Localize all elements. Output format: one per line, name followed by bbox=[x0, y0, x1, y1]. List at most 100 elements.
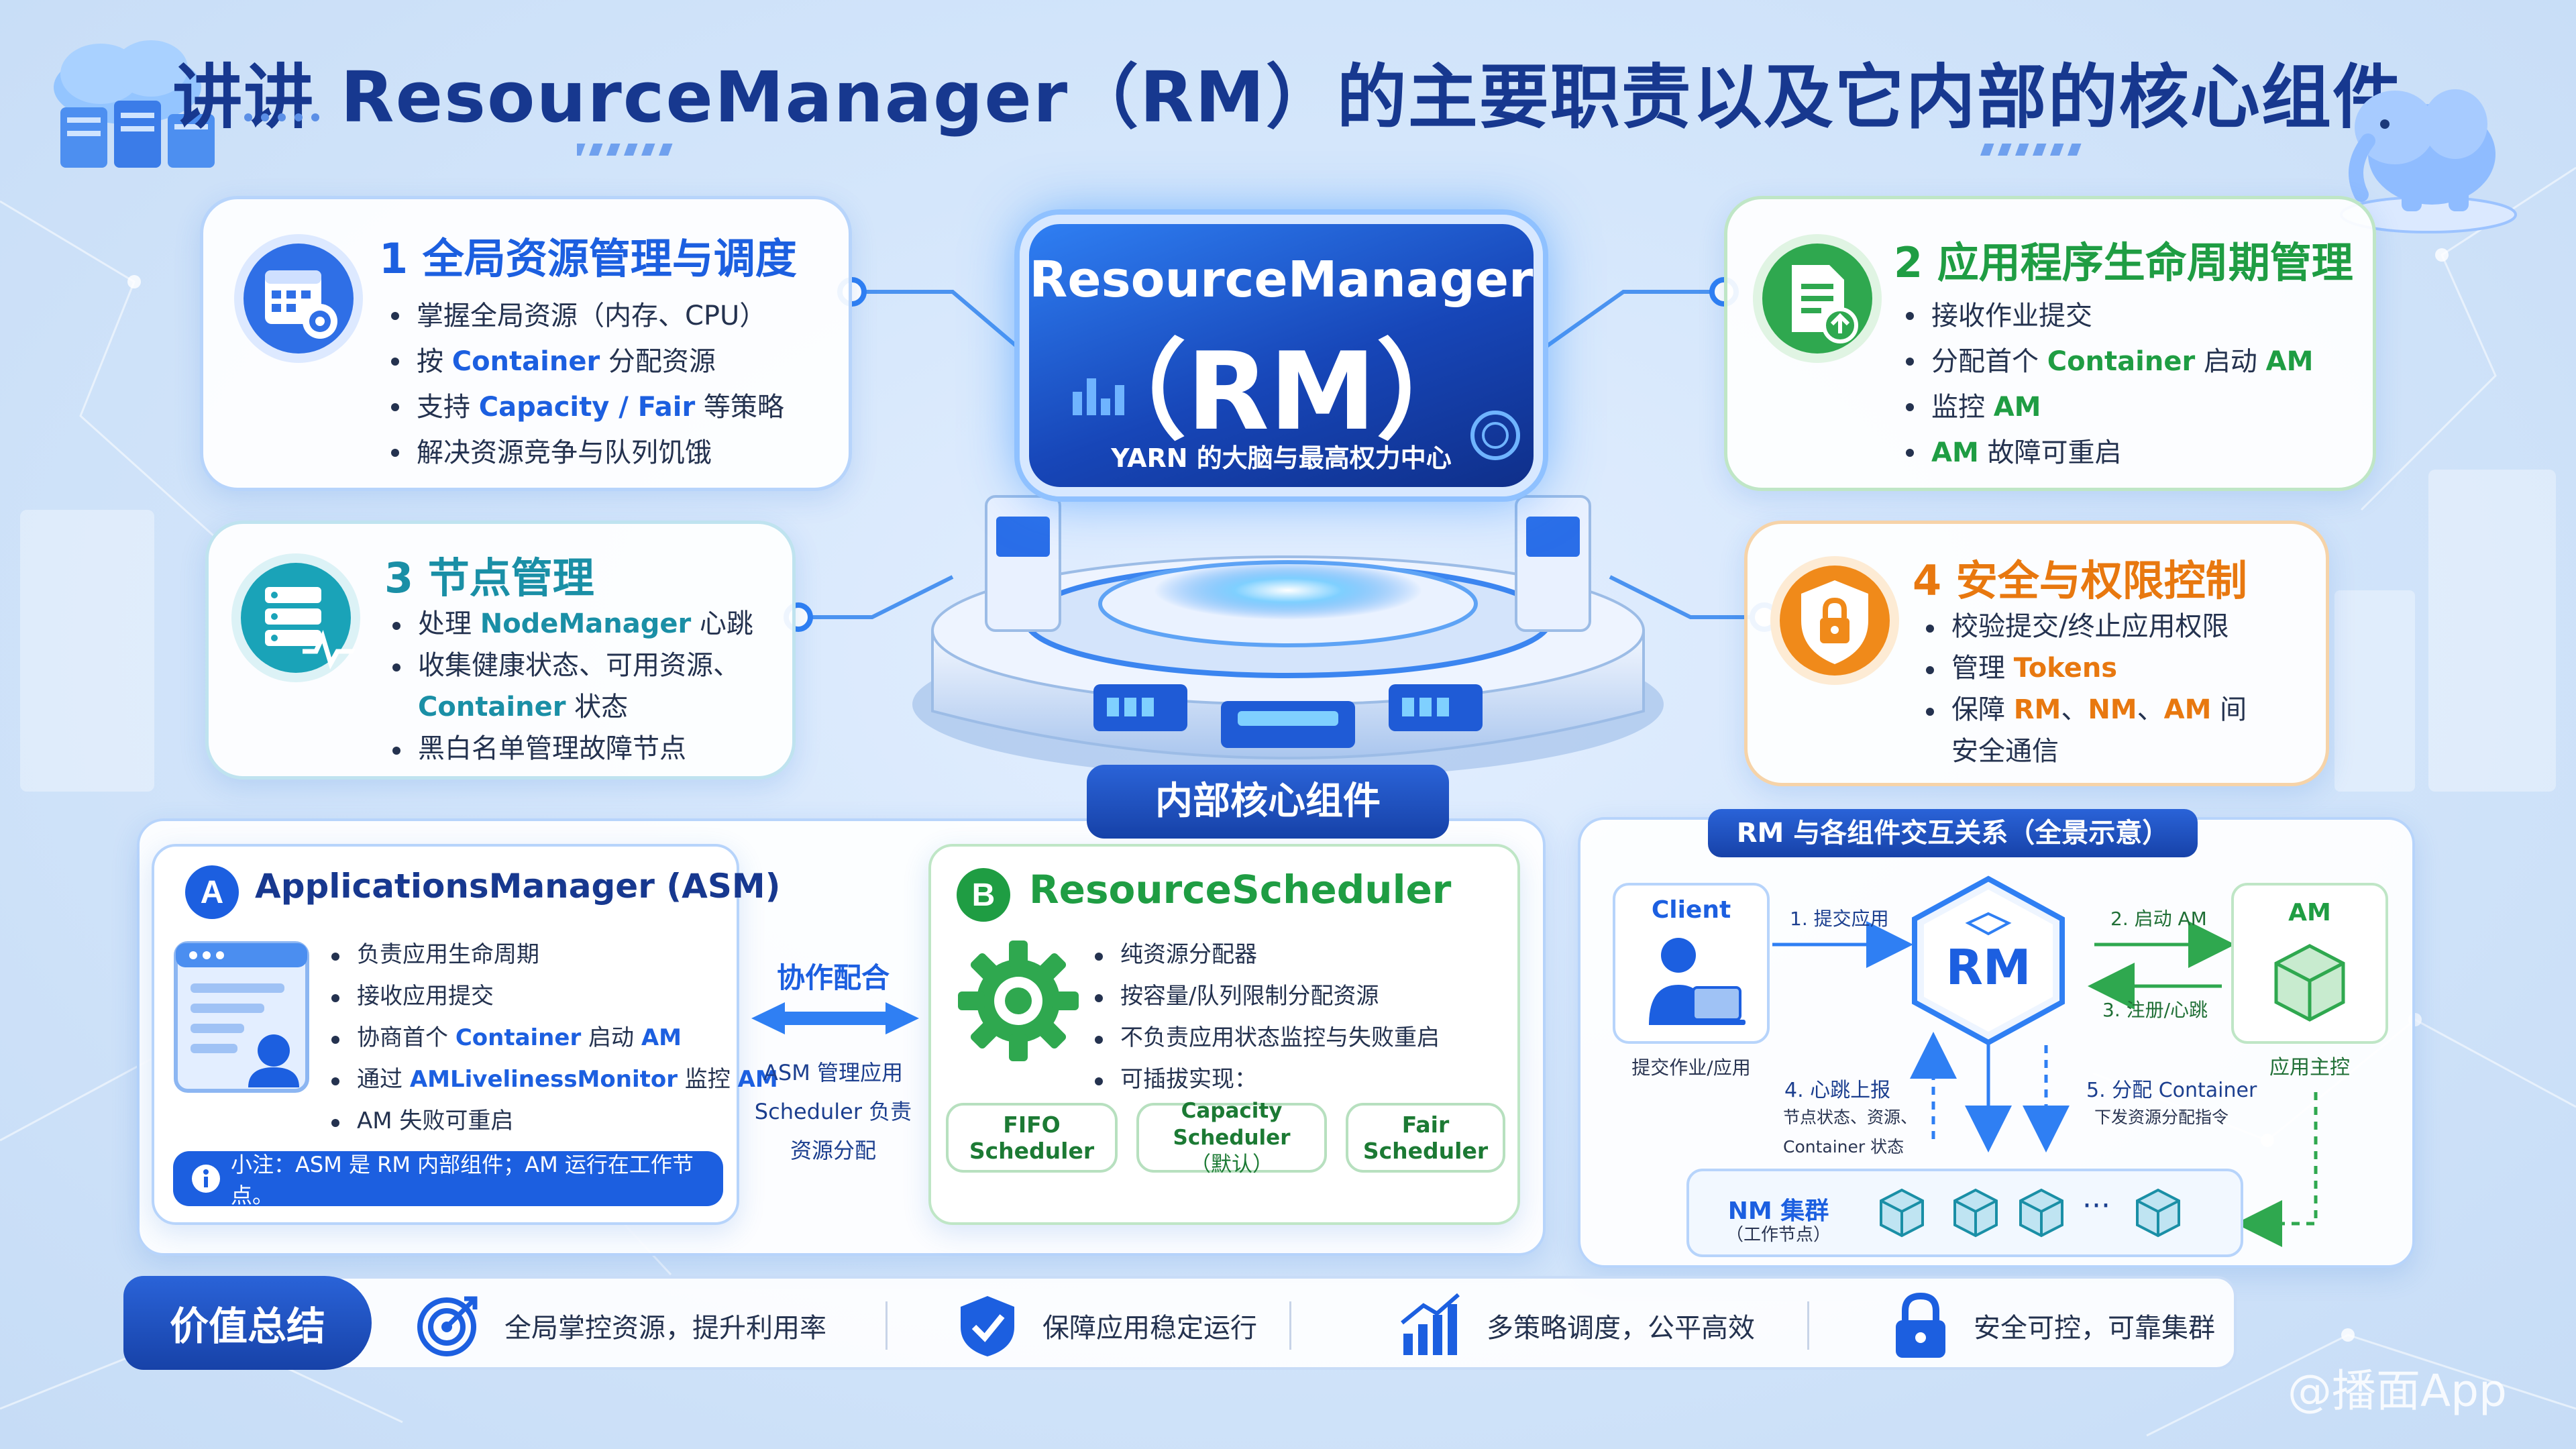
list-item: 按容量/队列限制分配资源 bbox=[1092, 975, 1440, 1017]
list-item: 监控 AM bbox=[1903, 384, 2313, 430]
card3-bullets: 处理 NodeManager 心跳 收集健康状态、可用资源、 Container… bbox=[390, 603, 753, 769]
value-item-security: 安全可控，可靠集群 bbox=[1890, 1279, 2215, 1373]
asm-card: A ApplicationsManager (ASM) 负责应用生命周期 接收应… bbox=[152, 844, 780, 1225]
nm-node-icon bbox=[1880, 1188, 1924, 1238]
card1-bullets: 掌握全局资源（内存、CPU） 按 Container 分配资源 支持 Capac… bbox=[388, 293, 784, 476]
resource-scheduler-card: B ResourceScheduler 纯资源分配器 按容量/队列限制分配资源 … bbox=[928, 844, 1520, 1225]
list-item: AM 失败可重启 bbox=[329, 1100, 778, 1142]
card2-title: 2 应用程序生命周期管理 bbox=[1894, 238, 2353, 287]
am-label: AM bbox=[2288, 899, 2331, 926]
letter-b-badge: B bbox=[957, 868, 1010, 922]
cooperation-desc: ASM 管理应用 Scheduler 负责 资源分配 bbox=[754, 1060, 912, 1163]
internal-core-heading: 内部核心组件 bbox=[1087, 765, 1449, 839]
client-label: Client bbox=[1651, 896, 1731, 924]
am-sub-label: 应用主控 bbox=[2269, 1056, 2350, 1079]
nm-cluster-sub: （工作节点） bbox=[1725, 1225, 1831, 1245]
list-item: 支持 Capacity / Fair 等策略 bbox=[388, 384, 784, 430]
rm-name: ResourceManager bbox=[1029, 251, 1534, 309]
card-app-lifecycle: 2 应用程序生命周期管理 接收作业提交 分配首个 Container 启动 AM… bbox=[1724, 196, 2376, 491]
rs-title: ResourceScheduler bbox=[1029, 867, 1452, 912]
value-divider bbox=[885, 1301, 888, 1350]
nm-node-icon bbox=[2136, 1188, 2180, 1238]
value-item-utilization: 全局掌控资源，提升利用率 bbox=[415, 1279, 826, 1373]
asm-bullets: 负责应用生命周期 接收应用提交 协商首个 Container 启动 AM 通过 … bbox=[329, 934, 778, 1142]
list-item: Container 状态 bbox=[418, 692, 629, 722]
list-item: 黑白名单管理故障节点 bbox=[390, 728, 753, 769]
rm-center-screen: ResourceManager （RM） YARN 的大脑与最高权力中心 bbox=[1020, 215, 1543, 496]
list-item: 处理 NodeManager 心跳 bbox=[390, 603, 753, 645]
list-item: 协商首个 Container 启动 AM bbox=[329, 1017, 778, 1059]
list-item: 收集健康状态、可用资源、 bbox=[390, 645, 753, 686]
list-item: 分配首个 Container 启动 AM bbox=[1903, 339, 2313, 384]
asm-note: 小注：ASM 是 RM 内部组件；AM 运行在工作节点。 bbox=[173, 1151, 723, 1208]
nm-node-icon bbox=[2019, 1188, 2063, 1238]
card1-title: 1 全局资源管理与调度 bbox=[379, 234, 797, 283]
list-item: AM 故障可重启 bbox=[1903, 430, 2313, 476]
list-item: 可插拔实现： bbox=[1092, 1059, 1440, 1100]
list-item: 接收应用提交 bbox=[329, 975, 778, 1017]
gauge-icon bbox=[1470, 411, 1520, 460]
info-icon bbox=[192, 1165, 220, 1193]
lock-icon bbox=[1896, 1292, 1945, 1358]
document-upload-icon bbox=[1753, 234, 1882, 363]
value-item-stability: 保障应用稳定运行 bbox=[955, 1279, 1257, 1373]
watermark: @播面App bbox=[2288, 1365, 2507, 1417]
flow-submit-label: 1. 提交应用 bbox=[1790, 908, 1889, 930]
rm-platform bbox=[912, 495, 1664, 778]
fifo-scheduler-chip: FIFO Scheduler bbox=[946, 1103, 1118, 1173]
list-item: 掌握全局资源（内存、CPU） bbox=[388, 293, 784, 339]
rm-abbr: （RM） bbox=[1079, 329, 1484, 454]
client-sub-label: 提交作业/应用 bbox=[1631, 1057, 1751, 1079]
capacity-scheduler-chip: Capacity Scheduler（默认） bbox=[1136, 1099, 1327, 1177]
list-item: 管理 Tokens bbox=[1923, 647, 2247, 689]
card-global-resource: 1 全局资源管理与调度 掌握全局资源（内存、CPU） 按 Container 分… bbox=[200, 196, 852, 491]
card4-bullets: 校验提交/终止应用权限 管理 Tokens 保障 RM、NM、AM 间 安全通信 bbox=[1923, 606, 2247, 772]
list-item: 按 Container 分配资源 bbox=[388, 339, 784, 384]
flow-allocate-label: 5. 分配 Container bbox=[2086, 1079, 2257, 1102]
flow-heartbeat-desc2: Container 状态 bbox=[1783, 1137, 1904, 1157]
bar-chart-icon bbox=[1073, 378, 1124, 415]
letter-a-badge: A bbox=[185, 865, 239, 919]
server-heartbeat-icon bbox=[231, 553, 360, 682]
flow-allocate-desc: 下发资源分配指令 bbox=[2094, 1108, 2229, 1127]
app-window-user-icon bbox=[174, 941, 309, 1093]
shield-check-icon bbox=[961, 1296, 1014, 1356]
card-security: 4 安全与权限控制 校验提交/终止应用权限 管理 Tokens 保障 RM、NM… bbox=[1744, 521, 2329, 786]
value-item-scheduling: 多策略调度，公平高效 bbox=[1397, 1279, 1755, 1373]
list-item: 纯资源分配器 bbox=[1092, 934, 1440, 975]
page-title: 讲讲 ResourceManager（RM）的主要职责以及它内部的核心组件 bbox=[172, 56, 2404, 138]
svg-text:B: B bbox=[972, 877, 996, 913]
list-item: 安全通信 bbox=[1951, 736, 2059, 767]
nm-ellipsis: ··· bbox=[2082, 1189, 2110, 1223]
value-divider bbox=[1289, 1301, 1291, 1350]
user-laptop-icon bbox=[1649, 938, 1746, 1025]
rs-bullets: 纯资源分配器 按容量/队列限制分配资源 不负责应用状态监控与失败重启 可插拔实现… bbox=[1092, 934, 1440, 1100]
interaction-heading: RM 与各组件交互关系（全景示意） bbox=[1708, 809, 2198, 857]
nm-cluster-label: NM 集群 bbox=[1727, 1197, 1829, 1225]
title-stripes-left bbox=[577, 144, 673, 156]
list-item: 接收作业提交 bbox=[1903, 293, 2313, 339]
flow-launch-am-label: 2. 启动 AM bbox=[2110, 908, 2207, 930]
calendar-gear-icon bbox=[234, 234, 363, 363]
cooperation-label: 协作配合 bbox=[776, 961, 890, 994]
cloud-server-icon bbox=[54, 40, 215, 168]
svg-text:A: A bbox=[201, 875, 224, 910]
am-cube-icon bbox=[2274, 944, 2345, 1022]
card-node-management: 3 节点管理 处理 NodeManager 心跳 收集健康状态、可用资源、 Co… bbox=[205, 521, 796, 780]
flow-heartbeat-label: 4. 心跳上报 bbox=[1784, 1079, 1891, 1102]
flow-heartbeat-desc1: 节点状态、资源、 bbox=[1783, 1108, 1918, 1127]
nm-node-icon bbox=[1953, 1188, 1998, 1238]
elephant-mascot-icon bbox=[2340, 89, 2517, 233]
value-summary-heading: 价值总结 bbox=[123, 1276, 372, 1370]
list-item: 负责应用生命周期 bbox=[329, 934, 778, 975]
list-item: 校验提交/终止应用权限 bbox=[1923, 606, 2247, 647]
card2-bullets: 接收作业提交 分配首个 Container 启动 AM 监控 AM AM 故障可… bbox=[1903, 293, 2313, 476]
double-arrow-icon bbox=[751, 1002, 919, 1034]
fair-scheduler-chip: Fair Scheduler bbox=[1346, 1103, 1505, 1173]
list-item: 保障 RM、NM、AM 间 bbox=[1923, 689, 2247, 731]
gear-icon bbox=[958, 941, 1079, 1061]
list-item: 解决资源竞争与队列饥饿 bbox=[388, 430, 784, 476]
target-icon bbox=[417, 1296, 478, 1356]
title-stripes-right bbox=[1980, 144, 2082, 156]
value-divider bbox=[1807, 1301, 1809, 1350]
